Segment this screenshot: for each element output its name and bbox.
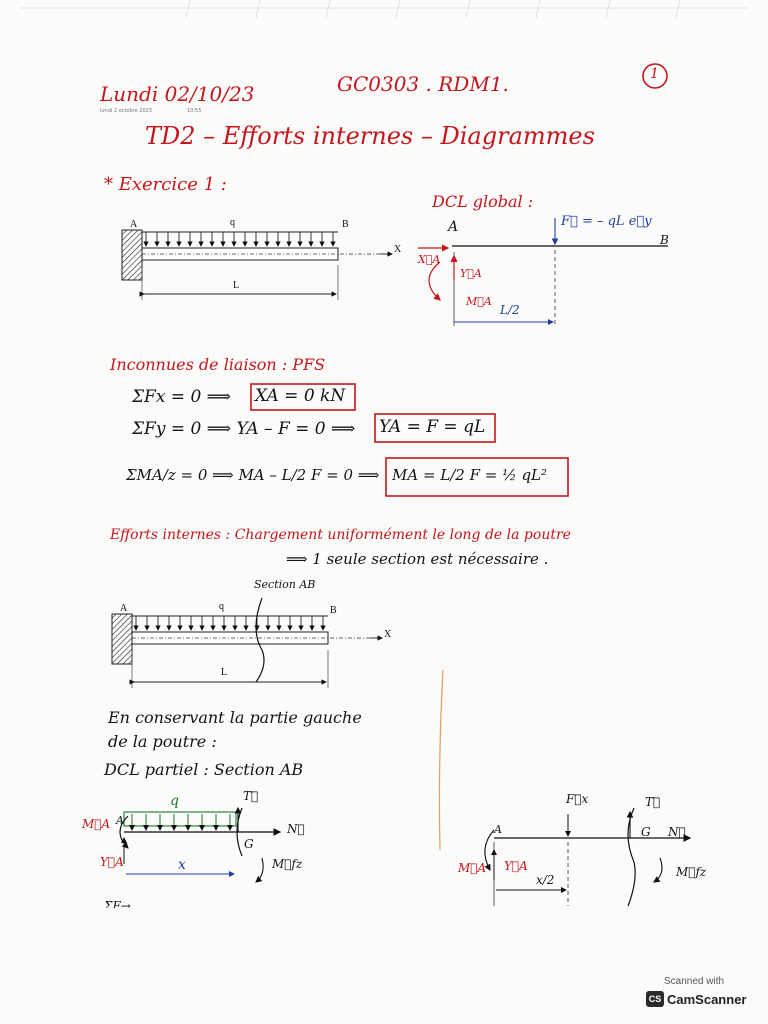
- partial-right-ma: M⃗A: [458, 861, 487, 875]
- note-line1: En conservant la partie gauche: [108, 708, 362, 727]
- pfs-eq2: ΣFy = 0 ⟹ YA – F = 0 ⟹: [132, 419, 356, 439]
- pfs-eq2-result: YA = F = qL: [379, 417, 486, 437]
- partial-left-x: x: [178, 857, 186, 873]
- page-number-circle: [642, 63, 668, 89]
- partial-right-g: G: [641, 825, 651, 839]
- dcl-force-f: F⃗ = – qL e⃗y: [561, 214, 652, 229]
- partial-right-a: A: [494, 823, 502, 836]
- partial-right-fx: F⃗x: [566, 792, 589, 806]
- partial-left-g: G: [244, 837, 254, 851]
- box-ya: [374, 413, 496, 443]
- fig1-label-b: B: [342, 219, 349, 230]
- internal-efforts-line2: ⟹ 1 seule section est nécessaire .: [286, 550, 549, 568]
- dcl-xa: X⃗A: [418, 253, 441, 266]
- fig1-label-x: X: [394, 244, 402, 255]
- cut-off-text: ΣF→: [104, 900, 131, 908]
- paper-grid: [20, 0, 748, 19]
- fig2-section-label: Section AB: [254, 578, 316, 591]
- partial-left-mfz: M⃗fz: [272, 857, 303, 871]
- dcl-half-length: L/2: [500, 303, 520, 317]
- partial-dcl-right: [484, 807, 692, 907]
- timestamp-time: 10:55: [187, 108, 202, 114]
- dcl-point-a: A: [448, 219, 459, 235]
- page-title: TD2 – Efforts internes – Diagrammes: [145, 122, 595, 150]
- beam-figure-1: [121, 229, 393, 300]
- beam-figure-2: [111, 597, 383, 688]
- partial-right-n: N⃗: [668, 825, 686, 839]
- partial-left-ma: M⃗A: [82, 817, 111, 831]
- date-heading: Lundi 02/10/23: [100, 82, 255, 106]
- dcl-global-figure: [418, 218, 668, 326]
- fig2-label-q: q: [219, 601, 224, 612]
- partial-right-x2: x/2: [536, 873, 555, 887]
- box-xa: [250, 383, 356, 411]
- partial-right-mfz: M⃗fz: [676, 865, 707, 879]
- partial-dcl-left: [119, 806, 282, 883]
- watermark-line1: Scanned with: [664, 976, 725, 987]
- note-line3: DCL partiel : Section AB: [104, 760, 304, 779]
- dcl-point-b: B: [660, 233, 669, 247]
- dcl-global-heading: DCL global :: [432, 192, 534, 211]
- partial-left-ya: Y⃗A: [100, 855, 124, 869]
- exercise-heading: * Exercice 1 :: [104, 174, 227, 195]
- partial-left-n: N⃗: [287, 822, 305, 836]
- dcl-ya: Y⃗A: [460, 267, 482, 280]
- box-ma: [385, 457, 569, 497]
- dcl-ma: M⃗A: [466, 295, 492, 308]
- watermark-line2: CamScanner: [667, 992, 747, 1007]
- fig2-label-b: B: [330, 605, 337, 616]
- fig1-label-q: q: [230, 217, 235, 228]
- pfs-eq1-result: XA = 0 kN: [255, 386, 346, 406]
- margin-line: [438, 669, 444, 851]
- pfs-eq1: ΣFx = 0 ⟹: [132, 387, 232, 407]
- fig2-label-x: X: [384, 629, 392, 640]
- page-number: 1: [650, 66, 659, 82]
- partial-left-q: q: [170, 793, 179, 809]
- partial-left-a: A: [116, 814, 124, 827]
- internal-efforts-line1: Efforts internes : Chargement uniforméme…: [110, 528, 571, 542]
- internal-efforts-text: Efforts internes : Chargement uniforméme…: [110, 527, 571, 543]
- camscanner-logo-icon: CS: [646, 991, 664, 1007]
- pfs-eq3: ΣMA/z = 0 ⟹ MA – L/2 F = 0 ⟹: [126, 466, 380, 484]
- partial-left-t: T⃗: [243, 789, 259, 803]
- partial-right-t: T⃗: [645, 795, 661, 809]
- note-line2: de la poutre :: [108, 732, 217, 751]
- partial-right-ya: Y⃗A: [504, 859, 528, 873]
- pfs-heading: Inconnues de liaison : PFS: [110, 355, 326, 374]
- pfs-eq3-result: MA = L/2 F = ½ qL²: [392, 466, 548, 484]
- timestamp-date: lundi 2 octobre 2023: [100, 108, 152, 114]
- fig1-label-a: A: [130, 219, 138, 230]
- course-code: GC0303 . RDM1.: [337, 72, 509, 96]
- fig2-label-l: L: [221, 667, 228, 678]
- fig2-label-a: A: [120, 603, 128, 614]
- camscanner-watermark: Scanned with CS CamScanner: [646, 976, 752, 1012]
- fig1-label-l: L: [233, 280, 240, 291]
